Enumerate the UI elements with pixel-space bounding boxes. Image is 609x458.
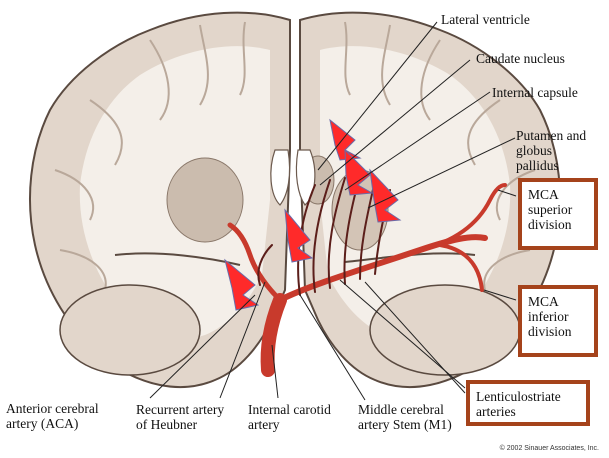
left-basal-ganglia: [166, 157, 244, 243]
label-putamen: Putamen and globus pallidus: [516, 128, 587, 173]
arteries: [227, 174, 507, 377]
arrow-marker: [369, 168, 402, 223]
aca-vessel: [227, 222, 283, 303]
copyright-notice: © 2002 Sinauer Associates, Inc.: [499, 445, 599, 452]
label-m1: Middle cerebral artery Stem (M1): [358, 402, 452, 432]
arrow-marker: [344, 148, 374, 196]
mca-inferior-vessel: [438, 243, 484, 292]
label-lenticulostriate: Lenticulostriate arteries: [466, 380, 590, 426]
arrow-marker: [329, 118, 362, 161]
label-internal-carotid: Internal carotid artery: [248, 402, 331, 432]
label-mca-superior: MCA superior division: [518, 178, 598, 250]
label-heubner: Recurrent artery of Heubner: [136, 402, 225, 432]
left-temporal-lobe: [59, 284, 201, 376]
label-lateral-ventricle: Lateral ventricle: [441, 12, 530, 27]
lateral-ventricle-shape: [270, 149, 316, 206]
arrow-marker: [284, 208, 314, 263]
mca-superior-vessel: [418, 183, 507, 252]
m1-vessel: [277, 234, 488, 303]
right-temporal-lobe: [369, 284, 521, 376]
label-mca-inferior: MCA inferior division: [518, 285, 598, 357]
arrow-marker: [224, 258, 260, 311]
label-internal-capsule: Internal capsule: [492, 85, 578, 100]
label-aca: Anterior cerebral artery (ACA): [6, 401, 99, 431]
brain-section: [29, 11, 561, 389]
leader-lines: [149, 21, 517, 401]
internal-carotid-vessel: [260, 293, 287, 377]
label-caudate-nucleus: Caudate nucleus: [476, 51, 565, 66]
arrow-markers: [224, 118, 402, 311]
